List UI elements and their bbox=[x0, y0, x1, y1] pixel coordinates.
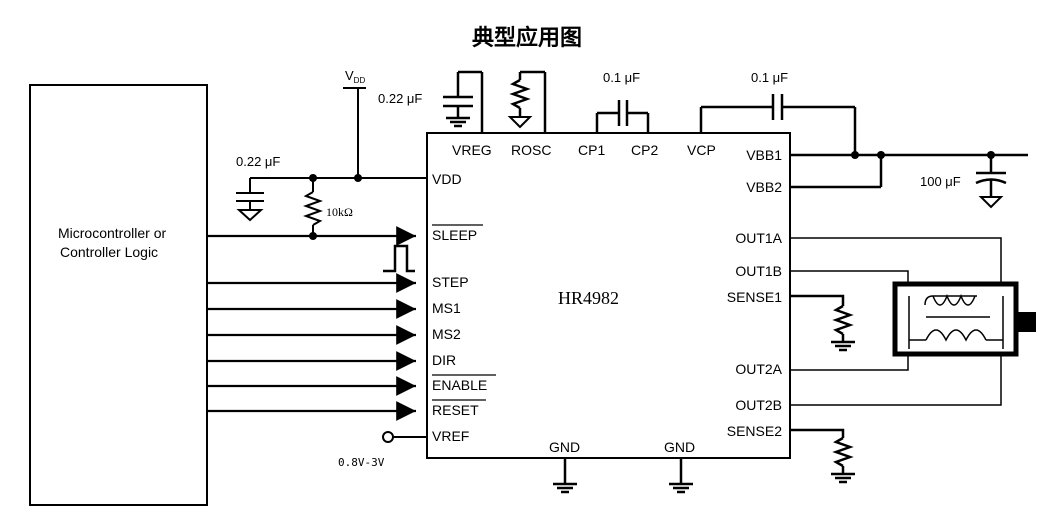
controller-box bbox=[29, 84, 208, 506]
junction-vbb2 bbox=[877, 151, 885, 159]
junction-vbb3 bbox=[987, 151, 995, 159]
diagram-title: 典型应用图 bbox=[472, 25, 582, 50]
pin-sense2: SENSE2 bbox=[727, 423, 782, 439]
vref-range-label: 0.8V-3V bbox=[338, 456, 385, 469]
pin-out1a: OUT1A bbox=[735, 230, 782, 246]
rosc-network bbox=[509, 70, 547, 133]
vdd-supply bbox=[343, 87, 366, 178]
pin-gnd-1: GND bbox=[549, 439, 580, 455]
pin-vreg: VREG bbox=[452, 142, 492, 158]
vref-terminal-icon bbox=[382, 431, 394, 443]
pin-vbb1: VBB1 bbox=[746, 147, 782, 163]
controller-label-line2: Controller Logic bbox=[60, 244, 158, 260]
vcp-network bbox=[699, 94, 857, 155]
vbb-cap-label: 100 μF bbox=[920, 174, 961, 189]
pin-out2b: OUT2B bbox=[735, 397, 782, 413]
vreg-cap-label: 0.22 μF bbox=[378, 91, 422, 106]
control-lines bbox=[207, 226, 416, 421]
ground-icon bbox=[236, 209, 264, 222]
junction-vdd bbox=[354, 174, 362, 182]
vbb-ground-icon bbox=[978, 196, 1004, 209]
pin-gnd-2: GND bbox=[664, 439, 695, 455]
stepper-motor-icon bbox=[892, 281, 1036, 357]
vcp-cap-label: 0.1 μF bbox=[751, 70, 788, 85]
vreg-network bbox=[443, 70, 484, 133]
sense1-network bbox=[790, 294, 855, 352]
pin-sleep: SLEEP bbox=[432, 227, 477, 243]
junction-vdd-cap bbox=[309, 174, 317, 182]
vdd-wiring bbox=[236, 177, 427, 236]
cp-network bbox=[595, 100, 650, 133]
vbb-network bbox=[790, 153, 1028, 196]
pin-out2a: OUT2A bbox=[735, 361, 782, 377]
pin-reset: RESET bbox=[432, 402, 479, 418]
pin-cp1: CP1 bbox=[578, 142, 605, 158]
pin-sense1: SENSE1 bbox=[727, 289, 782, 305]
junction-vbb1 bbox=[851, 151, 859, 159]
pin-out1b: OUT1B bbox=[735, 263, 782, 279]
rosc-ground-icon bbox=[507, 116, 533, 129]
pin-vbb2: VBB2 bbox=[746, 179, 782, 195]
pin-step: STEP bbox=[432, 274, 469, 290]
controller-label-line1: Microcontroller or bbox=[58, 225, 166, 241]
chip-name: HR4982 bbox=[558, 288, 619, 308]
cp-cap-label: 0.1 μF bbox=[603, 70, 640, 85]
step-pulse-icon bbox=[383, 244, 415, 273]
pin-ms2: MS2 bbox=[432, 326, 461, 342]
vdd-label: VDD bbox=[345, 68, 365, 85]
pin-vcp: VCP bbox=[687, 142, 716, 158]
pin-vdd: VDD bbox=[432, 171, 462, 187]
vdd-cap-label: 0.22 μF bbox=[236, 154, 280, 169]
gnd-pins bbox=[553, 458, 693, 494]
pin-rosc: ROSC bbox=[511, 142, 551, 158]
pin-dir: DIR bbox=[432, 352, 456, 368]
pin-vref: VREF bbox=[432, 428, 469, 444]
pin-enable: ENABLE bbox=[432, 377, 487, 393]
sense2-network bbox=[790, 428, 855, 484]
output-wiring bbox=[790, 237, 1002, 406]
pin-cp2: CP2 bbox=[631, 142, 658, 158]
pin-ms1: MS1 bbox=[432, 300, 461, 316]
resistor-label: 10kΩ bbox=[326, 205, 353, 219]
